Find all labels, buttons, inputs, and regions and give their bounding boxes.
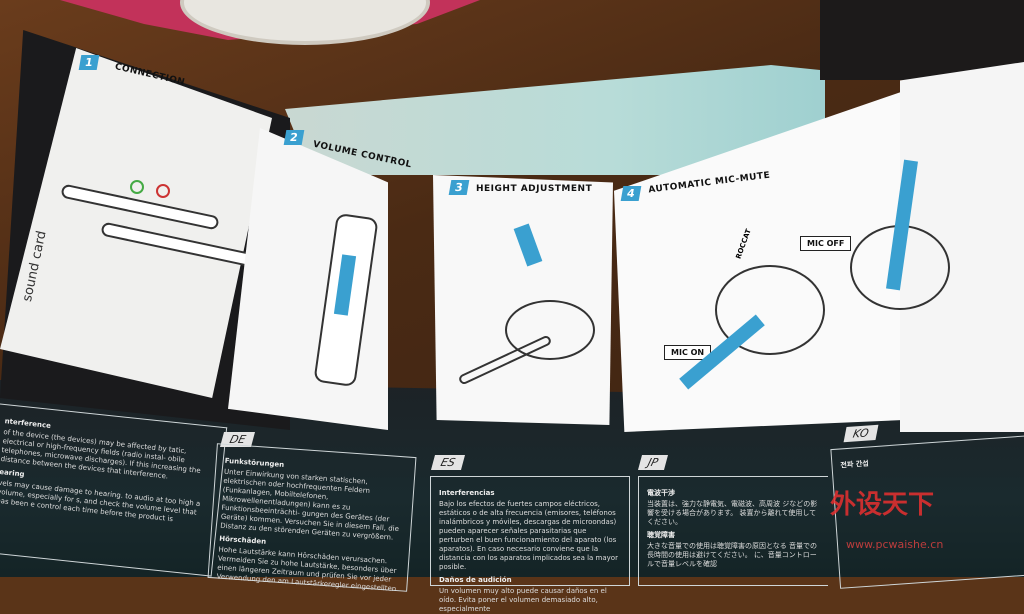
section-text: Bajo los efectos de fuertes campos eléct… <box>439 500 618 571</box>
step-number: 2 <box>283 130 304 145</box>
lang-tag-es: ES <box>430 455 465 470</box>
step-number: 4 <box>620 186 641 201</box>
section-de: Funkstörungen Unter Einwirkung von stark… <box>207 443 417 593</box>
mic-port-icon <box>156 184 170 198</box>
section-en: nterference of the device (the devices) … <box>0 403 228 577</box>
step-number: 1 <box>78 55 99 70</box>
watermark-url: www.pcwaishe.cn <box>846 538 944 551</box>
section-text: 当装置は、強力な静電気、電磁波、高周波 ジなどの影響を受ける場合があります。 装… <box>647 500 818 526</box>
panel-title: HEIGHT ADJUSTMENT <box>476 184 593 194</box>
watermark-logo: 外设天下 <box>830 490 935 520</box>
lang-tag-ko: KO <box>843 424 879 443</box>
headphone-port-icon <box>130 180 144 194</box>
section-jp: 電波干渉 当装置は、強力な静電気、電磁波、高周波 ジなどの影響を受ける場合があり… <box>638 476 828 586</box>
section-text: 大きな音量での使用は聴覚障害の原因となる 音量での長時間の使用は避けてください。… <box>647 542 818 568</box>
mic-off-label: MIC OFF <box>800 236 852 251</box>
section-heading: Interferencias <box>439 489 495 497</box>
headset-earcup-illustration <box>715 265 825 355</box>
section-text: Un volumen muy alto puede causar daños e… <box>439 587 607 613</box>
section-heading: 전파 간섭 <box>840 459 869 470</box>
headset-earcup-illustration <box>505 300 595 360</box>
step-number: 3 <box>448 180 469 195</box>
section-heading: 電波干渉 <box>647 489 675 497</box>
lang-tag-jp: JP <box>637 455 668 470</box>
section-heading: Daños de audición <box>439 576 512 584</box>
section-es: Interferencias Bajo los efectos de fuert… <box>430 476 630 613</box>
section-heading: 聴覚障害 <box>647 531 675 539</box>
background-object <box>820 0 1024 80</box>
section-text: Unter Einwirkung von starken statischen,… <box>219 467 400 542</box>
panel-height-adjustment <box>433 175 613 425</box>
